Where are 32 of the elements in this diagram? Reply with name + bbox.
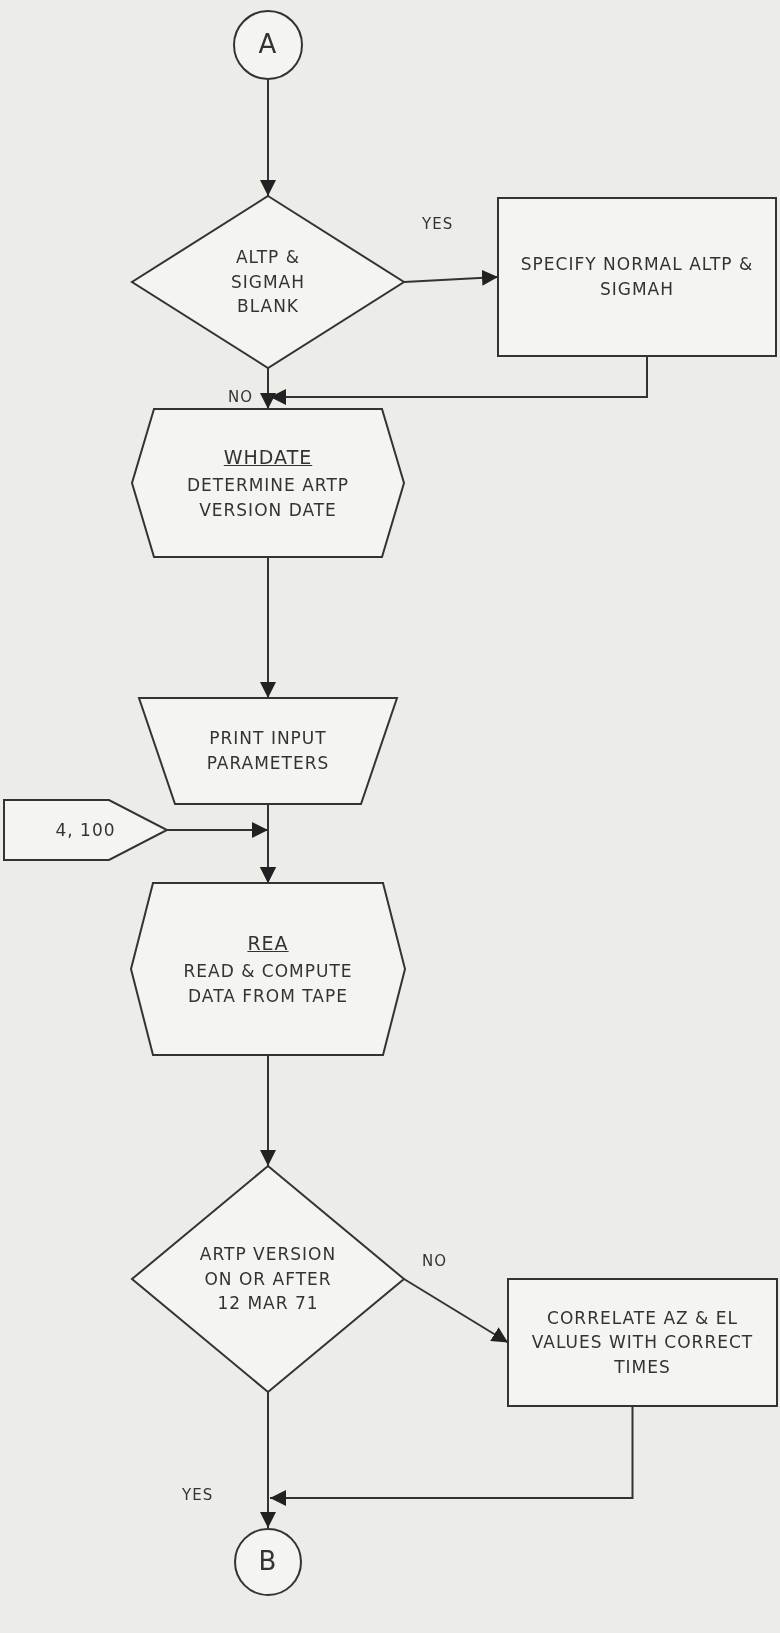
node-text: DETERMINE ARTP VERSION DATE — [185, 474, 351, 522]
flow-arrow — [260, 1391, 276, 1529]
node-text: ALTP & SIGMAH BLANK — [229, 246, 307, 319]
entry-connector — [4, 800, 167, 860]
subroutine-hexagon — [132, 409, 404, 557]
flow-arrow — [260, 367, 276, 410]
node-text: ARTP VERSION ON OR AFTER 12 MAR 71 — [198, 1243, 338, 1316]
node-text: A — [258, 28, 278, 62]
subroutine-name: WHDATE — [223, 444, 313, 470]
node-text: CORRELATE AZ & EL VALUES WITH CORRECT TIMES — [530, 1306, 755, 1379]
node-text: SPECIFY NORMAL ALTP & SIGMAH — [519, 253, 755, 301]
node-text: PRINT INPUT PARAMETERS — [205, 727, 331, 775]
flow-arrow — [269, 1405, 634, 1506]
connector-circle — [233, 10, 303, 80]
node-text: 4, 100 — [55, 818, 116, 842]
print-trapezoid — [139, 698, 397, 804]
flow-arrow — [403, 1278, 509, 1344]
subroutine-hexagon — [131, 883, 405, 1055]
node-text: READ & COMPUTE DATA FROM TAPE — [182, 960, 354, 1008]
process-box — [508, 1279, 777, 1406]
flow-arrow — [403, 269, 499, 286]
decision-diamond — [132, 1166, 404, 1392]
connector-circle — [234, 1528, 302, 1596]
process-box — [498, 198, 776, 356]
flow-arrow — [260, 803, 276, 884]
flow-arrow — [260, 1054, 276, 1167]
flow-arrow — [260, 556, 276, 699]
flow-arrow — [269, 355, 648, 405]
node-text: B — [258, 1545, 278, 1579]
decision-diamond — [132, 196, 404, 368]
subroutine-name: REA — [247, 930, 289, 956]
flow-arrow — [260, 79, 276, 197]
